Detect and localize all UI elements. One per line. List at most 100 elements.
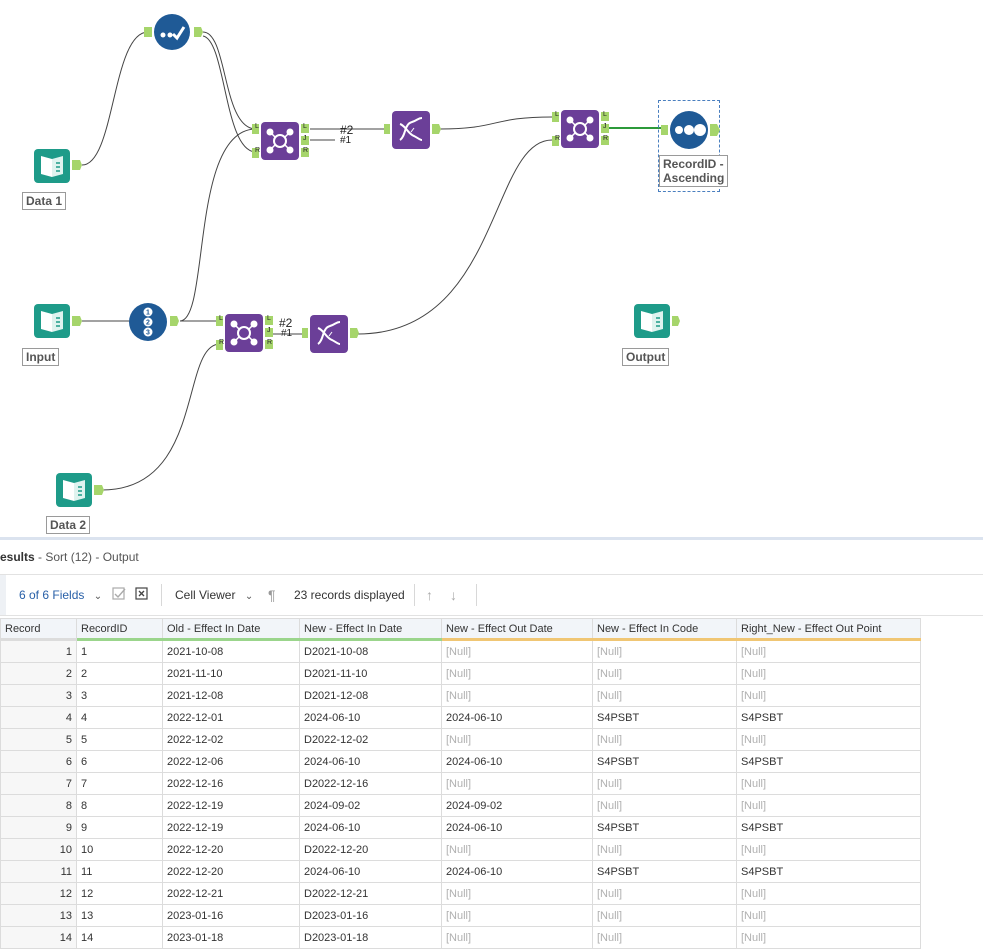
filter-tool[interactable] — [144, 14, 208, 57]
table-cell[interactable]: D2022-12-21 — [299, 882, 442, 905]
fields-dropdown[interactable]: 6 of 6 Fields ⌄ — [19, 575, 102, 615]
table-cell[interactable]: 2022-12-20 — [162, 838, 300, 861]
table-cell[interactable]: 2024-06-10 — [299, 860, 442, 883]
column-header[interactable]: RecordID — [76, 618, 163, 641]
table-cell[interactable]: [Null] — [592, 904, 737, 927]
table-cell[interactable]: [Null] — [592, 662, 737, 685]
table-cell[interactable]: [Null] — [736, 838, 921, 861]
table-cell[interactable]: 2022-12-19 — [162, 816, 300, 839]
data1-input-tool[interactable] — [34, 147, 84, 190]
table-cell[interactable]: [Null] — [592, 684, 737, 707]
table-cell[interactable]: [Null] — [736, 882, 921, 905]
table-cell[interactable]: [Null] — [592, 838, 737, 861]
table-cell[interactable]: [Null] — [441, 684, 593, 707]
table-cell[interactable]: [Null] — [592, 772, 737, 795]
column-header[interactable]: New - Effect Out Date — [441, 618, 593, 641]
table-cell[interactable]: 2022-12-06 — [162, 750, 300, 773]
table-cell[interactable]: 2022-12-20 — [162, 860, 300, 883]
table-cell[interactable]: 4 — [76, 706, 163, 729]
join-tool-1[interactable] — [252, 122, 314, 167]
record-number-cell[interactable]: 10 — [0, 838, 77, 861]
table-cell[interactable]: 2024-06-10 — [441, 750, 593, 773]
table-cell[interactable]: 9 — [76, 816, 163, 839]
deselect-box-icon[interactable] — [135, 587, 149, 601]
arrow-down-icon[interactable]: ↓ — [450, 587, 457, 603]
record-id-tool[interactable]: 1 2 3 — [128, 302, 188, 347]
input-tool[interactable] — [34, 302, 84, 345]
table-cell[interactable]: [Null] — [736, 662, 921, 685]
table-cell[interactable]: 2024-06-10 — [299, 750, 442, 773]
table-cell[interactable]: 2024-06-10 — [441, 706, 593, 729]
table-cell[interactable]: [Null] — [441, 772, 593, 795]
workflow-canvas[interactable]: Data 1 Input 1 — [0, 0, 983, 537]
record-number-cell[interactable]: 4 — [0, 706, 77, 729]
column-header[interactable]: Record — [0, 618, 77, 641]
table-cell[interactable]: 2024-09-02 — [299, 794, 442, 817]
table-cell[interactable]: 5 — [76, 728, 163, 751]
table-cell[interactable]: 2021-11-10 — [162, 662, 300, 685]
table-cell[interactable]: D2021-12-08 — [299, 684, 442, 707]
table-cell[interactable]: [Null] — [592, 639, 737, 663]
table-cell[interactable]: 1 — [76, 639, 163, 663]
table-cell[interactable]: [Null] — [592, 882, 737, 905]
table-cell[interactable]: D2023-01-16 — [299, 904, 442, 927]
table-cell[interactable]: 10 — [76, 838, 163, 861]
panel-divider[interactable] — [0, 537, 983, 540]
table-cell[interactable]: [Null] — [736, 926, 921, 949]
table-cell[interactable]: [Null] — [736, 639, 921, 663]
record-number-cell[interactable]: 3 — [0, 684, 77, 707]
table-cell[interactable]: [Null] — [441, 728, 593, 751]
arrow-up-icon[interactable]: ↑ — [426, 587, 433, 603]
table-cell[interactable]: [Null] — [441, 926, 593, 949]
table-cell[interactable]: 14 — [76, 926, 163, 949]
table-cell[interactable]: S4PSBT — [592, 750, 737, 773]
record-number-cell[interactable]: 11 — [0, 860, 77, 883]
table-cell[interactable]: D2021-11-10 — [299, 662, 442, 685]
column-header[interactable]: Old - Effect In Date — [162, 618, 300, 641]
table-cell[interactable]: 2023-01-16 — [162, 904, 300, 927]
table-cell[interactable]: [Null] — [592, 794, 737, 817]
table-cell[interactable]: [Null] — [736, 904, 921, 927]
table-cell[interactable]: S4PSBT — [592, 860, 737, 883]
table-cell[interactable]: 2024-09-02 — [441, 794, 593, 817]
table-cell[interactable]: 2024-06-10 — [441, 860, 593, 883]
table-cell[interactable]: 7 — [76, 772, 163, 795]
output-tool[interactable] — [634, 302, 684, 345]
table-cell[interactable]: 2024-06-10 — [441, 816, 593, 839]
table-cell[interactable]: D2023-01-18 — [299, 926, 442, 949]
record-number-cell[interactable]: 8 — [0, 794, 77, 817]
record-number-cell[interactable]: 13 — [0, 904, 77, 927]
record-number-cell[interactable]: 7 — [0, 772, 77, 795]
table-cell[interactable]: 2021-10-08 — [162, 639, 300, 663]
table-cell[interactable]: D2021-10-08 — [299, 639, 442, 663]
table-cell[interactable]: 2021-12-08 — [162, 684, 300, 707]
multi-field-tool-2[interactable] — [302, 314, 362, 359]
join-tool-3[interactable] — [552, 110, 614, 155]
record-number-cell[interactable]: 6 — [0, 750, 77, 773]
record-number-cell[interactable]: 9 — [0, 816, 77, 839]
table-cell[interactable]: 6 — [76, 750, 163, 773]
table-cell[interactable]: [Null] — [441, 639, 593, 663]
table-cell[interactable]: 13 — [76, 904, 163, 927]
table-cell[interactable]: D2022-12-16 — [299, 772, 442, 795]
check-box-icon[interactable] — [112, 587, 126, 601]
join-tool-2[interactable] — [216, 314, 278, 359]
table-cell[interactable]: 2022-12-21 — [162, 882, 300, 905]
table-cell[interactable]: 11 — [76, 860, 163, 883]
table-cell[interactable]: [Null] — [736, 684, 921, 707]
table-cell[interactable]: 3 — [76, 684, 163, 707]
record-number-cell[interactable]: 5 — [0, 728, 77, 751]
table-cell[interactable]: D2022-12-20 — [299, 838, 442, 861]
table-cell[interactable]: [Null] — [592, 728, 737, 751]
record-number-cell[interactable]: 14 — [0, 926, 77, 949]
